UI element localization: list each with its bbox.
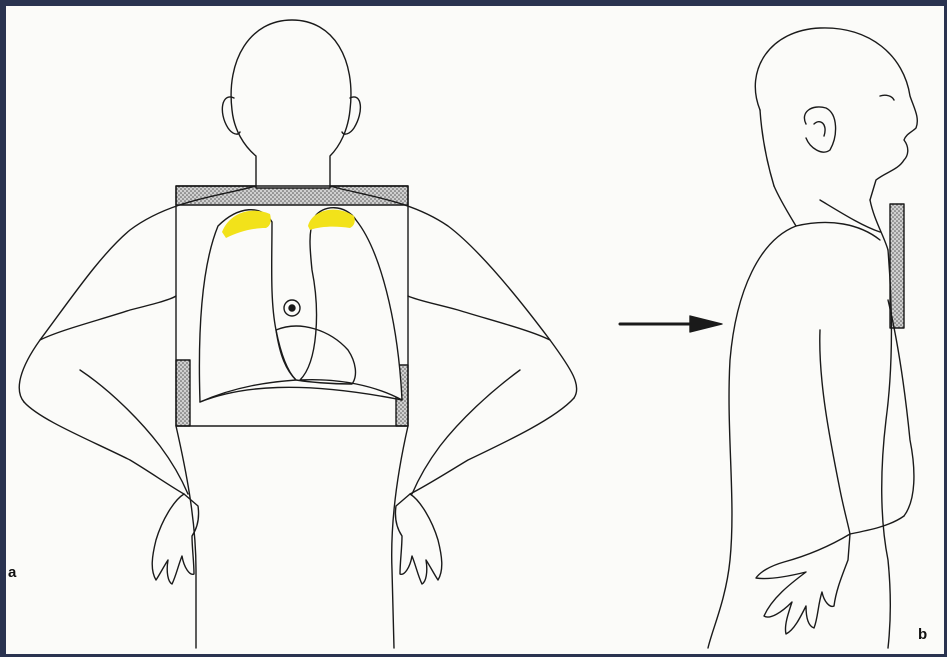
neck-front — [870, 200, 888, 250]
left-arm-upper — [40, 296, 176, 340]
hand-lateral — [756, 534, 850, 634]
detector-plate-left — [176, 360, 190, 426]
neck-back — [774, 186, 796, 226]
right-forearm — [412, 370, 520, 494]
detector-plate-lateral — [890, 204, 904, 328]
panel-b-label: b — [918, 626, 927, 643]
right-lung — [300, 208, 402, 400]
eye-lateral — [880, 95, 894, 100]
right-arm-lower — [410, 398, 574, 494]
detector-plate-top — [176, 186, 408, 205]
panel-a-figure — [19, 20, 576, 648]
left-arm-lower — [24, 402, 184, 494]
head-back-lateral — [760, 110, 774, 186]
panel-a-label: a — [8, 564, 16, 581]
arm-back-lateral — [820, 330, 850, 534]
ear-lateral — [804, 107, 835, 152]
panel-b-figure — [708, 28, 917, 648]
left-forearm — [80, 370, 188, 494]
shoulder-lateral — [796, 222, 880, 240]
elbow-lateral — [850, 516, 904, 534]
head — [231, 20, 351, 188]
back-outline-lateral — [708, 226, 796, 648]
right-arrow-icon — [620, 316, 722, 332]
right-arm-upper — [408, 296, 550, 340]
right-hand — [395, 494, 441, 584]
left-lung — [199, 210, 296, 402]
head-lateral — [755, 28, 917, 200]
